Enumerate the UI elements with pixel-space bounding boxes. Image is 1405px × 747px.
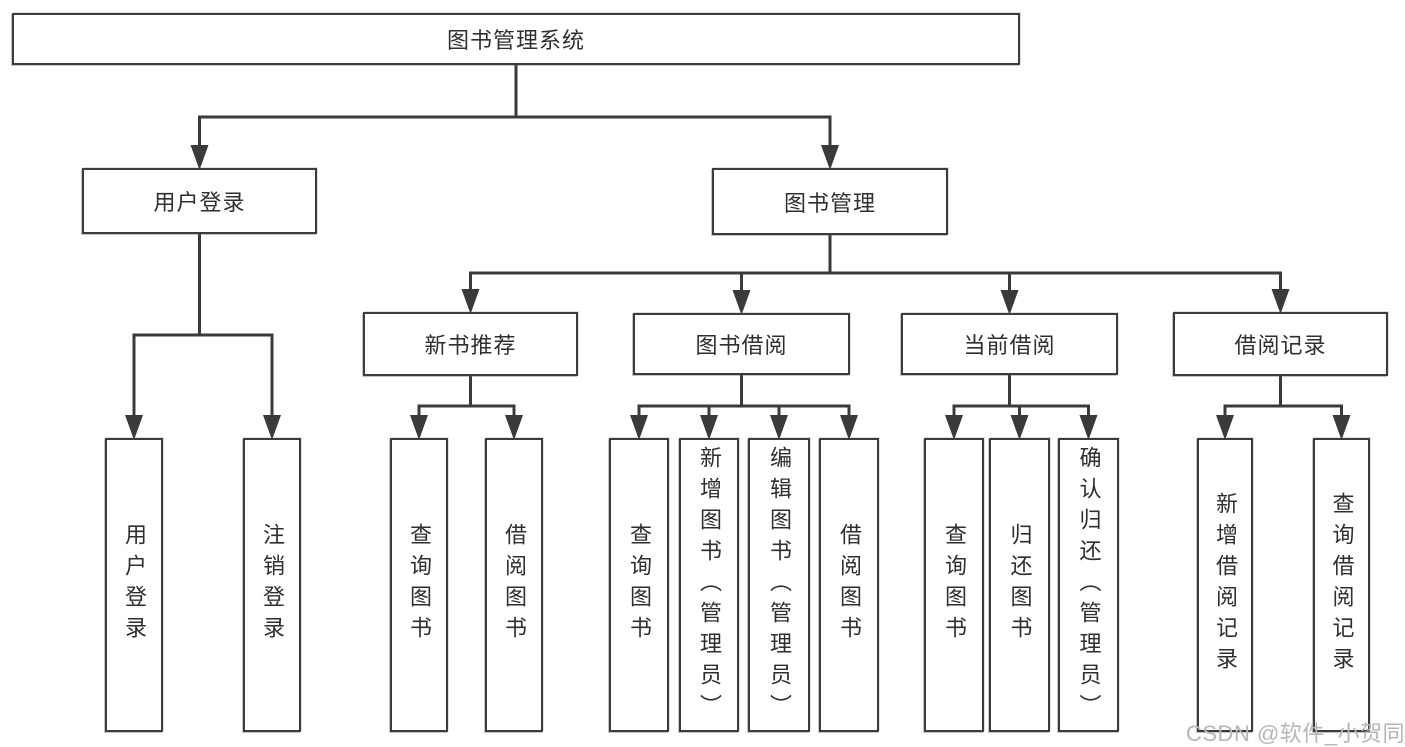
- node-leaf-recommend-borrow-book: 借阅图书: [485, 438, 543, 732]
- node-leaf-borrow-query-book: 查询图书: [609, 438, 669, 732]
- node-leaf-borrow-edit-book: 编辑图书（管理员）: [748, 438, 810, 732]
- node-leaf-current-confirm-return: 确认归还（管理员）: [1058, 438, 1119, 732]
- csdn-watermark: CSDN @软件_小贺同学: [1186, 721, 1405, 746]
- node-root: 图书管理系统: [12, 13, 1020, 65]
- node-leaf-records-query-record: 查询借阅记录: [1313, 438, 1370, 732]
- node-leaf-borrow-add-book: 新增图书（管理员）: [679, 438, 739, 732]
- node-book-management: 图书管理: [712, 168, 948, 235]
- node-leaf-user-login: 用户登录: [105, 438, 163, 732]
- node-current-borrow: 当前借阅: [901, 313, 1118, 375]
- node-leaf-borrow-borrow-book: 借阅图书: [819, 438, 879, 732]
- node-leaf-logout: 注销登录: [243, 438, 301, 732]
- node-leaf-recommend-query-book: 查询图书: [390, 438, 448, 732]
- node-leaf-current-return-book: 归还图书: [989, 438, 1050, 732]
- node-leaf-current-query-book: 查询图书: [924, 438, 984, 732]
- node-borrow-records: 借阅记录: [1173, 312, 1388, 376]
- node-new-book-recommend: 新书推荐: [363, 312, 578, 376]
- node-user-login: 用户登录: [82, 168, 317, 234]
- node-leaf-records-add-record: 新增借阅记录: [1197, 438, 1253, 732]
- node-book-borrow: 图书借阅: [633, 313, 850, 375]
